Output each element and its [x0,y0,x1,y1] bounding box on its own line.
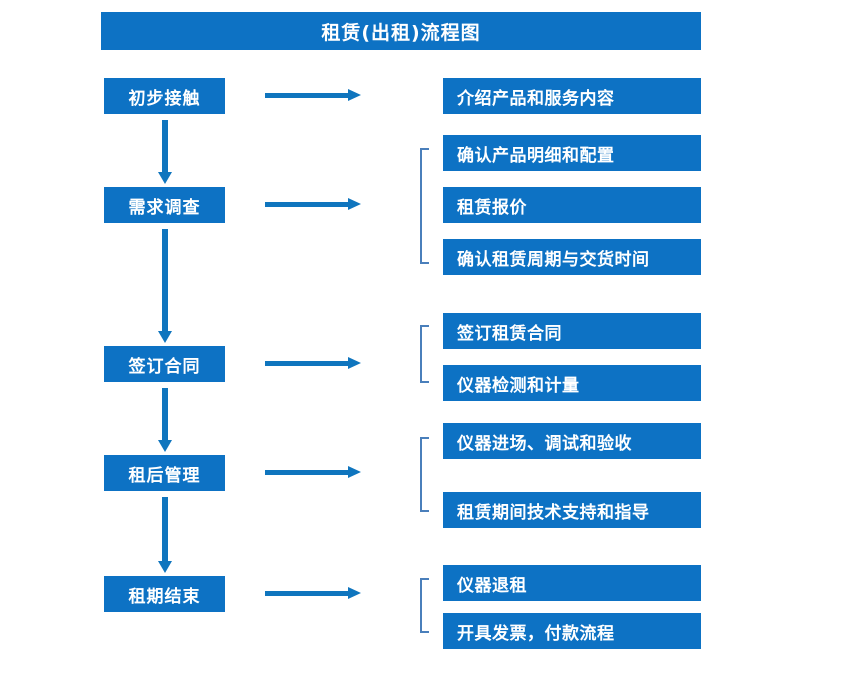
arrow-head-icon [158,331,172,343]
horizontal-arrow-4 [265,464,361,482]
arrow-head-icon [348,198,361,210]
arrow-shaft [265,591,349,596]
detail-box-4[interactable]: 确认租赁周期与交货时间 [443,239,701,275]
arrow-head-icon [158,561,172,573]
arrow-head-icon [348,89,361,101]
detail-box-10[interactable]: 开具发票，付款流程 [443,613,701,649]
arrow-head-icon [348,466,361,478]
vertical-arrow-1 [158,120,172,184]
stage-box-4[interactable]: 租后管理 [104,455,225,491]
arrow-shaft [265,93,349,98]
stage-box-3[interactable]: 签订合同 [104,346,225,382]
arrow-shaft [162,120,168,172]
arrow-head-icon [348,357,361,369]
group-bracket-4 [420,437,429,512]
group-bracket-2 [420,148,429,264]
arrow-head-icon [158,172,172,184]
flowchart-title: 租赁(出租)流程图 [101,12,701,50]
stage-box-2[interactable]: 需求调查 [104,187,225,223]
horizontal-arrow-2 [265,196,361,214]
detail-box-6[interactable]: 仪器检测和计量 [443,365,701,401]
arrow-shaft [162,229,168,331]
arrow-shaft [162,497,168,561]
arrow-shaft [162,388,168,440]
stage-box-1[interactable]: 初步接触 [104,78,225,114]
group-bracket-5 [420,578,429,633]
vertical-arrow-4 [158,497,172,573]
arrow-shaft [265,361,349,366]
horizontal-arrow-3 [265,355,361,373]
detail-box-3[interactable]: 租赁报价 [443,187,701,223]
arrow-shaft [265,202,349,207]
detail-box-7[interactable]: 仪器进场、调试和验收 [443,423,701,459]
horizontal-arrow-5 [265,585,361,603]
detail-box-1[interactable]: 介绍产品和服务内容 [443,78,701,114]
detail-box-8[interactable]: 租赁期间技术支持和指导 [443,492,701,528]
detail-box-5[interactable]: 签订租赁合同 [443,313,701,349]
detail-box-2[interactable]: 确认产品明细和配置 [443,135,701,171]
vertical-arrow-2 [158,229,172,343]
detail-box-9[interactable]: 仪器退租 [443,565,701,601]
horizontal-arrow-1 [265,87,361,105]
vertical-arrow-3 [158,388,172,452]
arrow-head-icon [348,587,361,599]
arrow-shaft [265,470,349,475]
group-bracket-3 [420,325,429,383]
arrow-head-icon [158,440,172,452]
stage-box-5[interactable]: 租期结束 [104,576,225,612]
